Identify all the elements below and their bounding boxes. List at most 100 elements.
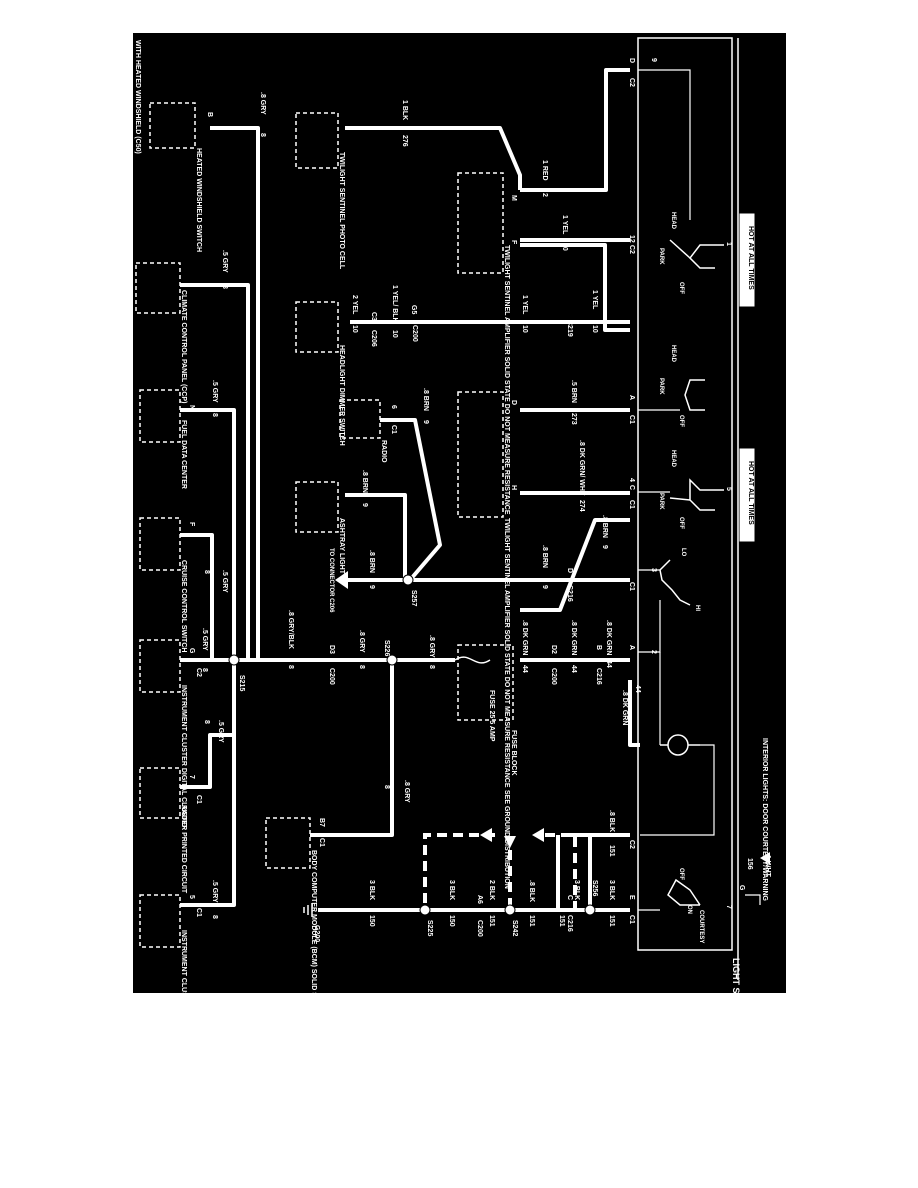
- pin-e: E: [628, 895, 635, 900]
- hot-at-all-times-2: HOT AT ALL TIMES: [747, 461, 754, 525]
- wht-arrow: [760, 852, 770, 864]
- park-label-2: PARK: [658, 378, 664, 395]
- connector-c2-b: C2: [628, 245, 635, 254]
- wire-151-b: 151: [608, 915, 615, 927]
- wire-8gry-b: .8 GRY: [358, 630, 365, 653]
- light-switch-title: LIGHT SWITCH: [731, 958, 741, 1023]
- pin-a-top: A: [628, 395, 635, 400]
- wire-8dkgrn-d: .8 DK GRN: [621, 690, 628, 725]
- wire-44-c: 44: [521, 665, 528, 673]
- wire-44-a: 44: [605, 660, 612, 668]
- connector-c219: C219: [566, 320, 573, 337]
- splice-s215: [228, 654, 240, 666]
- pin-2: 2: [650, 650, 657, 654]
- head-label-2: HEAD: [670, 345, 676, 363]
- s225-label: S225: [426, 920, 433, 936]
- wire-1yel-c: 1 YEL: [521, 295, 528, 315]
- wire-9-c: 9: [361, 503, 368, 507]
- s215-label: S215: [238, 675, 245, 691]
- wire-5gry-c3: .5 GRY: [217, 720, 224, 743]
- pin-b: B: [595, 645, 602, 650]
- wire-10-a: 10: [561, 243, 568, 251]
- g200-label: G200: [313, 925, 320, 942]
- radio-top-label: RADIO: [380, 440, 387, 463]
- pin-m: M: [510, 195, 517, 201]
- pin-c: C: [566, 895, 573, 900]
- headlight-dimmer-label: HEADLIGHT DIMMER SWITCH: [338, 345, 345, 446]
- wire-150-a: 150: [448, 915, 455, 927]
- pin-g2: G: [738, 885, 745, 891]
- wire-8dkgrn-c: .8 DK GRN: [521, 620, 528, 655]
- wire-10-c: 10: [521, 325, 528, 333]
- wire-8-a: 8: [428, 665, 435, 669]
- pin-d2: D2: [550, 645, 557, 654]
- hot-at-all-times-1: HOT AT ALL TIMES: [747, 226, 754, 290]
- ground-arrow-3: [504, 836, 516, 848]
- connector-arrow-a: [335, 571, 348, 589]
- wire-5gry-fuel: .5 GRY: [211, 380, 218, 403]
- pin-b-hw: B: [206, 112, 213, 117]
- wire-5gry-last: .5 GRY: [211, 880, 218, 903]
- connector-c216-b: C216: [595, 668, 602, 685]
- splice-dots: [228, 574, 596, 916]
- pin-d3: D3: [328, 645, 335, 654]
- pin-d-mid: D: [566, 568, 573, 573]
- connector-c1-radio: C1: [390, 425, 397, 434]
- wire-1red: 1 RED: [541, 160, 548, 181]
- wire-1yel-b: 1 YEL: [591, 290, 598, 310]
- wire-8-c3: 8: [203, 720, 210, 724]
- bcm-label: BODY COMPUTER MODULE (BCM) SOLID STATE D…: [310, 850, 317, 1127]
- connector-c2-c: C2: [195, 668, 202, 677]
- pin-g5: G5: [410, 305, 417, 314]
- wire-8gry-a: .8 GRY: [428, 635, 435, 658]
- wire-8-fuel: 8: [211, 413, 218, 417]
- wire-9-d: 9: [368, 585, 375, 589]
- head-label-1: HEAD: [670, 212, 676, 230]
- off-label-3: OFF: [678, 517, 684, 529]
- wire-2yel: 2 YEL: [351, 295, 358, 315]
- pin-a: A: [628, 645, 635, 650]
- splice-s226: [386, 654, 398, 666]
- splice-s225: [419, 904, 431, 916]
- wire-3blk-b: 3 BLK: [573, 880, 580, 900]
- wire-9-radio: 9: [422, 420, 429, 424]
- pin-12: 12: [628, 235, 635, 243]
- fuse-symbol: [454, 656, 491, 664]
- wire-44-b: 44: [570, 665, 577, 673]
- connector-c1-e: C1: [628, 915, 635, 924]
- wire-8brn-b: .8 BRN: [541, 545, 548, 568]
- wire-5gry-cruise: .5 GRY: [221, 570, 228, 593]
- wire-156: 156: [746, 858, 753, 870]
- wire-8grybl: .8 GRY/BLK: [287, 610, 294, 649]
- connector-c200-b: C200: [550, 668, 557, 685]
- wire-1yelblk: 1 YEL/ BLK: [391, 285, 398, 323]
- wire-1yel-a: 1 YEL: [561, 215, 568, 235]
- cruise-control-label: CRUISE CONTROL SWITCH: [180, 560, 187, 652]
- pin-7b: 7: [725, 905, 732, 909]
- wire-44-d: 44: [634, 685, 641, 693]
- pin-labels: B M F G5 C3 D 6 N F H A C D G 7 B7 5 D2 …: [188, 58, 745, 909]
- wire-8brn-a: .8 BRN: [601, 515, 608, 538]
- wire-3blk-c: 3 BLK: [448, 880, 455, 900]
- wire-10-d: 10: [391, 330, 398, 338]
- wire-8brn-c: .8 BRN: [361, 470, 368, 493]
- wire-8dkgrn-b: .8 DK GRN: [570, 620, 577, 655]
- pin-c-top: C: [628, 485, 635, 490]
- splice-s242: [504, 904, 516, 916]
- pin-7: 7: [188, 775, 195, 779]
- connector-c2-top: C2: [628, 78, 635, 87]
- wire-8dkgrnwht: .8 DK GRN/ WHT: [578, 440, 585, 496]
- connector-c1-a: C1: [628, 415, 635, 424]
- connector-c1-d: C1: [195, 795, 202, 804]
- wire-8gry-top: .8 GRY: [259, 92, 266, 115]
- pin-4: 4: [628, 478, 635, 482]
- pin-3: 3: [650, 568, 657, 572]
- instrument-cluster-printed-label: INSTRUMENT CLUSTER PRINTED CIRCUIT: [180, 930, 187, 1075]
- connector-c216-c: C216: [566, 915, 573, 932]
- wire-1blk: 1 BLK: [401, 100, 408, 120]
- ccp-label: CLIMATE CONTROL PANEL (CCP): [180, 290, 187, 403]
- s242-label: S242: [511, 920, 518, 936]
- interior-lights-label: INTERIOR LIGHTS: DOOR COURTESY/WARNING: [761, 738, 768, 902]
- wire-5gry-c2: .5 GRY: [201, 628, 208, 651]
